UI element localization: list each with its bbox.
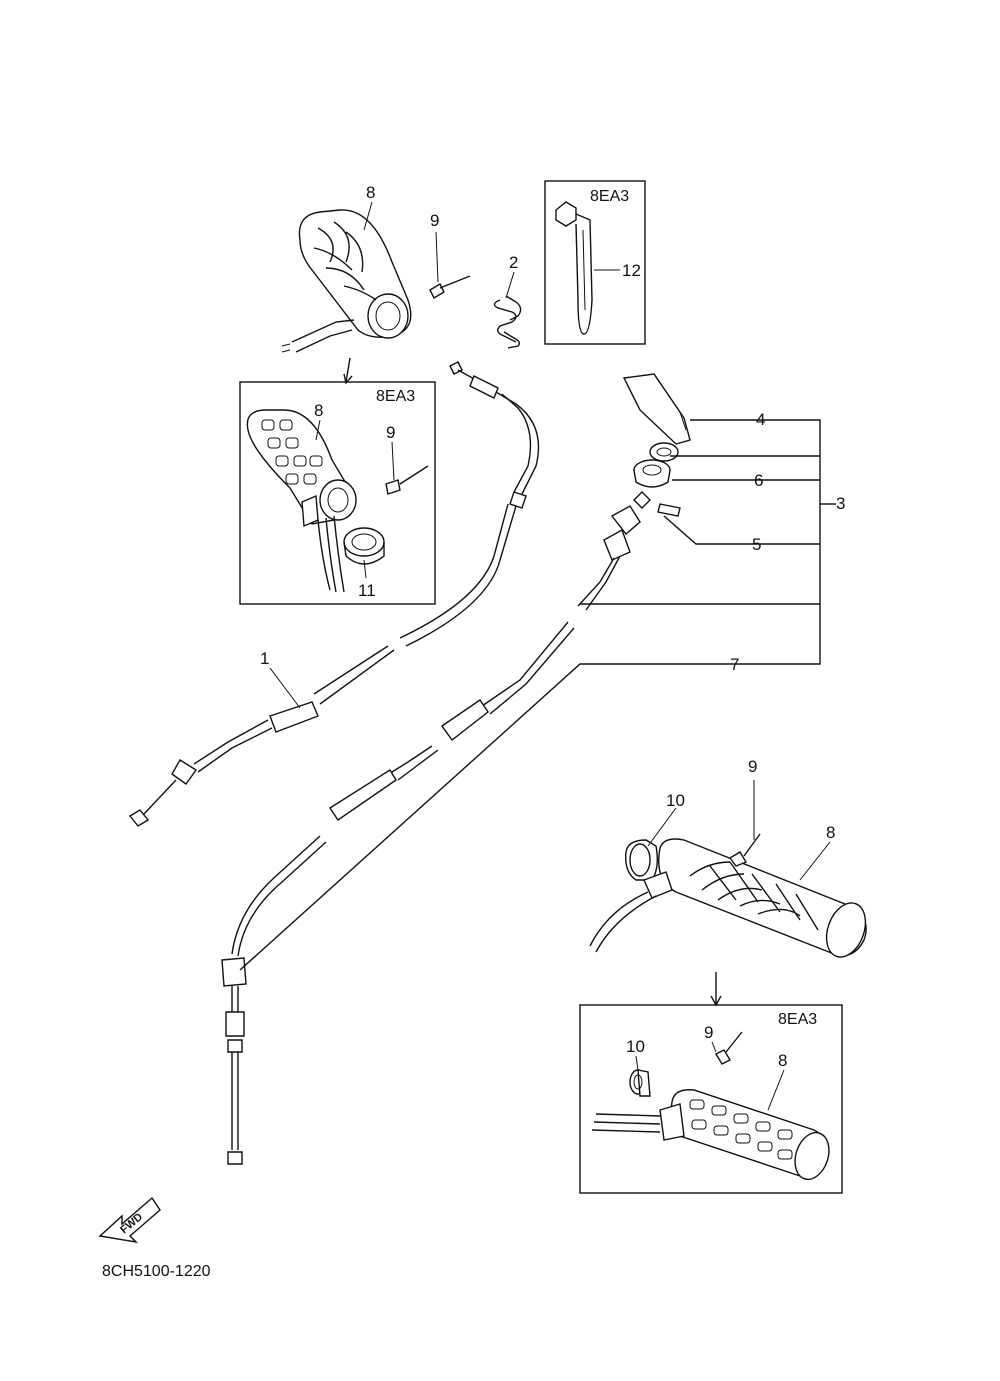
callout-8-left-inset: 8 bbox=[314, 401, 323, 420]
screw-right-inset bbox=[715, 1031, 743, 1065]
callout-9-right: 9 bbox=[748, 757, 757, 776]
ring-part-11 bbox=[343, 527, 385, 565]
callout-8-right: 8 bbox=[826, 823, 835, 842]
callout-5: 5 bbox=[752, 535, 761, 554]
inset-box-right-grip bbox=[579, 1004, 843, 1194]
callout-12: 12 bbox=[622, 261, 641, 280]
callout-6: 6 bbox=[754, 471, 763, 490]
clip-part-2 bbox=[493, 295, 522, 349]
callout-7: 7 bbox=[730, 655, 739, 674]
washer-upper bbox=[649, 442, 679, 462]
screw-left-inset bbox=[385, 465, 429, 495]
fwd-arrow-icon: FWD bbox=[98, 1196, 161, 1244]
inset-tag-strap: 8EA3 bbox=[590, 188, 629, 205]
nut-part-6 bbox=[633, 459, 671, 488]
callout-2: 2 bbox=[509, 253, 518, 272]
grip-left-top bbox=[281, 209, 412, 353]
callout-9-top: 9 bbox=[430, 211, 439, 230]
cover-part-4 bbox=[622, 373, 691, 445]
cable-part-7 bbox=[221, 491, 651, 1165]
callout-3: 3 bbox=[836, 494, 845, 513]
inset-box-left-grip bbox=[239, 381, 436, 605]
leader-lines bbox=[269, 201, 831, 1111]
grip-left-inset bbox=[246, 409, 357, 593]
screw-top bbox=[429, 275, 471, 299]
callout-4: 4 bbox=[756, 410, 765, 429]
screw-right-main bbox=[728, 833, 761, 867]
callout-10-right: 10 bbox=[666, 791, 685, 810]
grip-right-inset bbox=[591, 1089, 830, 1181]
callout-10-right-inset: 10 bbox=[626, 1037, 645, 1056]
callout-1: 1 bbox=[260, 649, 269, 668]
callout-8-top: 8 bbox=[366, 183, 375, 202]
callout-bracket-3 bbox=[239, 419, 836, 971]
part-code: 8CH5100-1220 bbox=[102, 1263, 211, 1280]
ring-right-main bbox=[629, 843, 651, 877]
inset-tag-left: 8EA3 bbox=[376, 388, 415, 405]
inset-tag-right: 8EA3 bbox=[778, 1011, 817, 1028]
cable-part-1 bbox=[128, 361, 540, 827]
callout-9-left-inset: 9 bbox=[386, 423, 395, 442]
ring-right-inset bbox=[629, 1069, 651, 1097]
callout-11: 11 bbox=[358, 581, 376, 600]
leader-inset-left bbox=[345, 357, 351, 383]
inset-box-strap bbox=[544, 180, 646, 345]
callout-8-right-inset: 8 bbox=[778, 1051, 787, 1070]
pin-part-5 bbox=[657, 503, 681, 517]
strap-part-12 bbox=[555, 201, 593, 335]
callout-9-right-inset: 9 bbox=[704, 1023, 713, 1042]
